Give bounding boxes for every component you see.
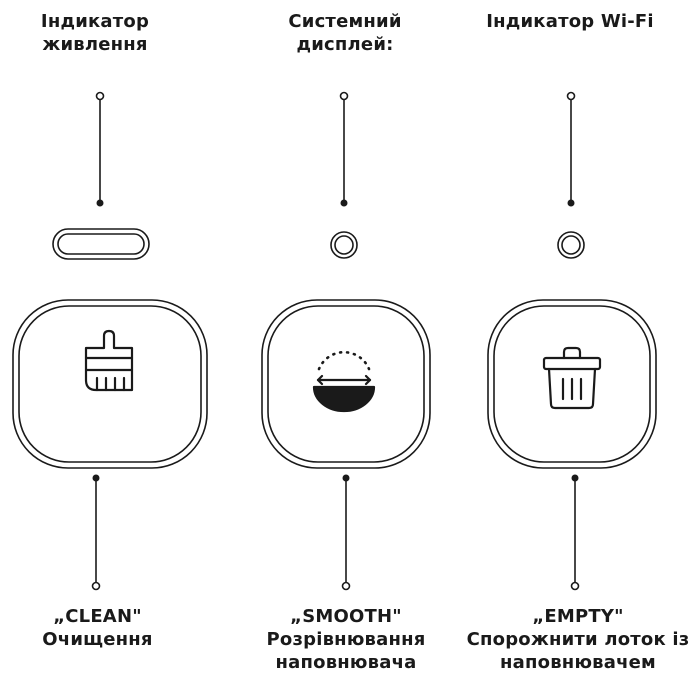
system-display-label: Системний дисплей: <box>288 11 402 55</box>
power-indicator-light <box>52 228 150 260</box>
level-bowl-icon <box>312 350 376 413</box>
clean-button[interactable] <box>12 299 208 469</box>
power-indicator-label: Індикатор живлення <box>40 11 150 55</box>
broom-icon <box>84 329 134 392</box>
empty-button[interactable] <box>487 299 657 469</box>
clean-leader-line <box>91 474 101 591</box>
power-leader-line <box>95 91 105 207</box>
smooth-button[interactable] <box>261 299 431 469</box>
smooth-leader-line <box>341 474 351 591</box>
empty-button-label: „EMPTY" Спорожнити лоток із наповнювачем <box>466 606 690 673</box>
smooth-button-label: „SMOOTH" Розрівнювання наповнювача <box>266 606 426 673</box>
clean-button-label: „CLEAN" Очищення <box>42 606 153 650</box>
empty-leader-line <box>570 474 580 591</box>
wifi-indicator-label: Індикатор Wi-Fi <box>486 11 654 32</box>
wifi-leader-line <box>566 91 576 207</box>
trash-icon <box>542 346 602 410</box>
wifi-indicator-light <box>557 231 585 259</box>
display-leader-line <box>339 91 349 207</box>
display-indicator-light <box>330 231 358 259</box>
